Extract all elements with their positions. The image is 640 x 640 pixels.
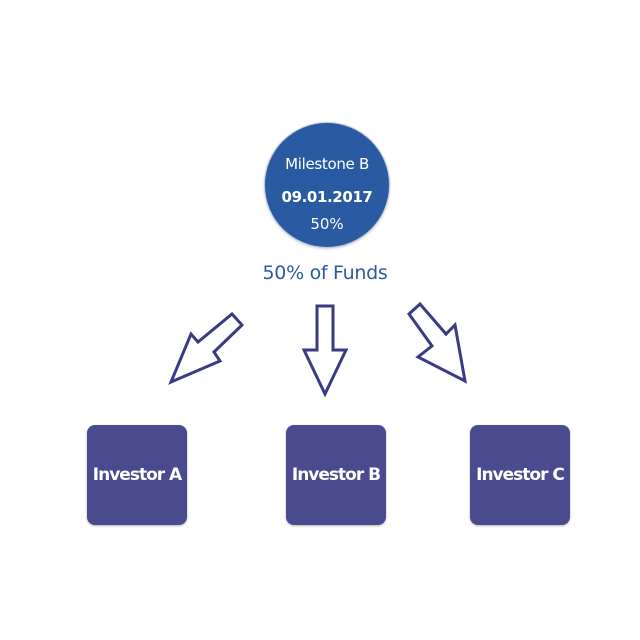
investor-b-box: Investor B: [286, 425, 386, 525]
milestone-name: Milestone B: [285, 155, 369, 173]
arrow-right: [407, 301, 468, 384]
arrow-left: [168, 311, 245, 385]
milestone-circle: Milestone B 09.01.2017 50%: [265, 123, 389, 247]
investor-a-label: Investor A: [92, 465, 182, 485]
milestone-percent: 50%: [310, 215, 344, 233]
investor-c-box: Investor C: [470, 425, 570, 525]
investor-a-box: Investor A: [87, 425, 187, 525]
arrow-down: [301, 304, 349, 398]
investor-c-label: Investor C: [476, 465, 565, 485]
investor-b-label: Investor B: [291, 465, 381, 485]
milestone-date: 09.01.2017: [281, 188, 373, 206]
funds-label: 50% of Funds: [262, 262, 388, 284]
